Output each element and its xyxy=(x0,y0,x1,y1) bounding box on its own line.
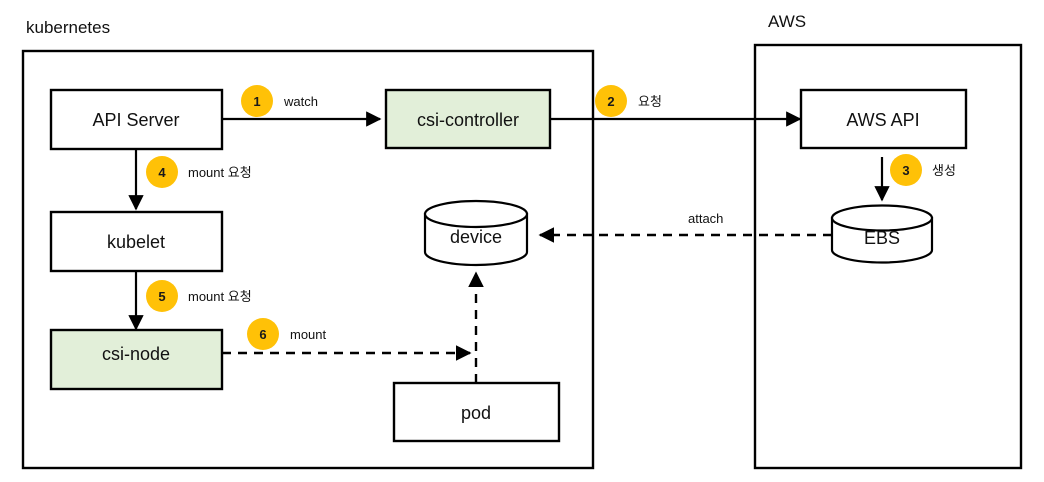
badge-5-number: 5 xyxy=(158,289,165,304)
node-ebs-label: EBS xyxy=(864,228,900,248)
node-csi-controller-shape xyxy=(384,88,552,150)
node-csi-controller[interactable]: csi-controller xyxy=(384,88,552,150)
badge-5-circle xyxy=(146,280,178,312)
node-api-server-label: API Server xyxy=(92,110,179,130)
node-aws-api-shape xyxy=(799,88,968,150)
node-kubelet[interactable]: kubelet xyxy=(49,210,224,273)
edge-label-mount: mount xyxy=(290,327,327,342)
badge-3-circle xyxy=(890,154,922,186)
node-api-server[interactable]: API Server xyxy=(49,88,224,151)
edge-badge-5: 5 mount 요청 xyxy=(146,280,252,312)
badge-2-circle xyxy=(595,85,627,117)
node-device[interactable]: device xyxy=(423,199,529,267)
edge-badge-4: 4 mount 요청 xyxy=(146,156,252,188)
node-ebs-top xyxy=(830,204,934,232)
node-api-server-shape xyxy=(49,88,224,151)
badge-4-number: 4 xyxy=(158,165,166,180)
badge-1-circle xyxy=(241,85,273,117)
badge-6-number: 6 xyxy=(259,327,266,342)
node-csi-node[interactable]: csi-node xyxy=(49,328,224,391)
node-csi-node-shape xyxy=(49,328,224,391)
edge-badge-6: 6 mount xyxy=(247,318,327,350)
edge-label-mount-request-2: mount 요청 xyxy=(188,289,252,304)
node-device-body xyxy=(423,212,529,267)
badge-4-circle xyxy=(146,156,178,188)
node-device-label: device xyxy=(450,227,502,247)
group-boundary-aws xyxy=(753,43,1023,470)
badge-2-number: 2 xyxy=(607,94,614,109)
edge-label-attach: attach xyxy=(688,211,723,226)
node-device-top xyxy=(423,199,529,229)
edge-badge-1: 1 watch xyxy=(241,85,318,117)
node-pod-shape xyxy=(392,381,561,443)
group-label-kubernetes: kubernetes xyxy=(26,18,110,37)
edge-label-create: 생성 xyxy=(932,163,956,178)
node-kubelet-label: kubelet xyxy=(107,232,165,252)
node-aws-api-label: AWS API xyxy=(846,110,919,130)
edge-label-watch: watch xyxy=(283,94,318,109)
edge-badge-2: 2 요청 xyxy=(595,85,662,117)
node-kubelet-shape xyxy=(49,210,224,273)
node-csi-node-label: csi-node xyxy=(102,344,170,364)
badge-6-circle xyxy=(247,318,279,350)
group-label-aws: AWS xyxy=(768,12,806,31)
node-ebs[interactable]: EBS xyxy=(830,204,934,264)
node-csi-controller-label: csi-controller xyxy=(417,110,519,130)
node-pod-label: pod xyxy=(461,403,491,423)
badge-1-number: 1 xyxy=(253,94,260,109)
node-aws-api[interactable]: AWS API xyxy=(799,88,968,150)
node-pod[interactable]: pod xyxy=(392,381,561,443)
edge-label-mount-request-1: mount 요청 xyxy=(188,165,252,180)
edge-badge-3: 3 생성 xyxy=(890,154,956,186)
group-boundary-kubernetes xyxy=(21,49,595,470)
badge-3-number: 3 xyxy=(902,163,909,178)
edge-label-request: 요청 xyxy=(638,94,662,109)
